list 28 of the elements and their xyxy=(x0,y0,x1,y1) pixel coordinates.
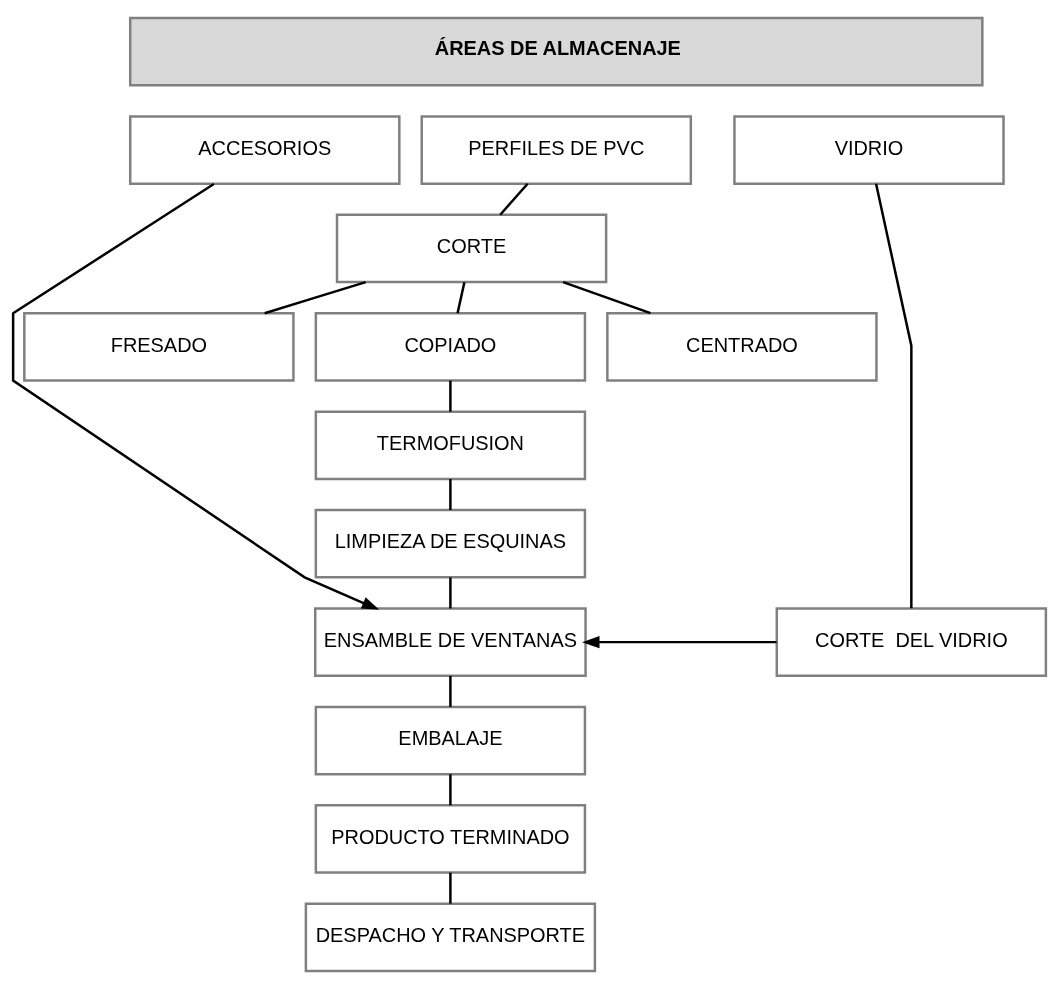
connector xyxy=(449,675,452,707)
node-box: PERFILES DE PVC xyxy=(420,114,693,185)
node-box: FRESADO xyxy=(23,311,295,382)
node-box: COPIADO xyxy=(314,311,587,382)
node-box: CORTE DEL VIDRIO xyxy=(775,606,1048,677)
node-box: LIMPIEZA DE ESQUINAS xyxy=(314,508,587,579)
node-box: TERMOFUSION xyxy=(314,409,587,480)
node-box: ACCESORIOS xyxy=(128,114,401,185)
node-box: DESPACHO Y TRANSPORTE xyxy=(304,902,597,972)
node-box: PRODUCTO TERMINADO xyxy=(314,803,587,874)
connector xyxy=(562,280,651,314)
node-box: CORTE xyxy=(335,213,608,283)
connector xyxy=(499,182,529,216)
node-box: ENSAMBLE DE VENTANAS xyxy=(313,606,587,677)
node-box: CENTRADO xyxy=(606,311,878,382)
connector xyxy=(264,280,367,314)
connector xyxy=(449,576,452,608)
connector xyxy=(449,380,452,412)
connector xyxy=(449,773,452,805)
connector xyxy=(449,872,452,904)
arrow xyxy=(582,635,777,648)
connector xyxy=(456,281,466,313)
node-box: EMBALAJE xyxy=(314,705,587,775)
connector xyxy=(449,478,452,510)
node-box: ÁREAS DE ALMACENAJE xyxy=(128,16,984,86)
arrow xyxy=(11,182,380,610)
node-box: VIDRIO xyxy=(733,114,1005,185)
connector xyxy=(874,183,913,608)
